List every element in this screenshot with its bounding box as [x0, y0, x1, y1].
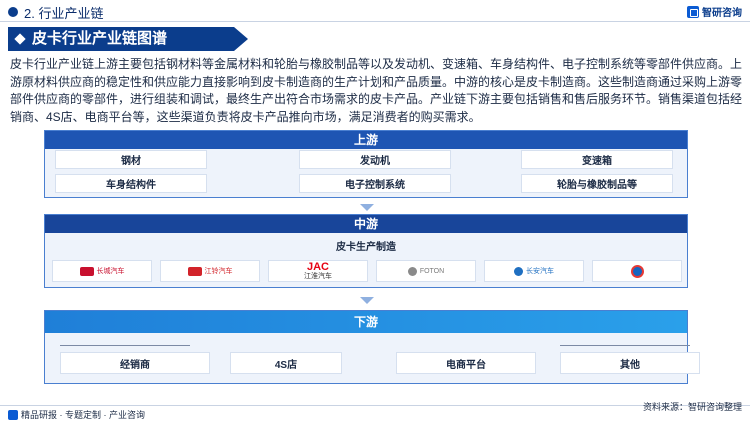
company-logo: 长城汽车 — [52, 260, 152, 282]
brand-logo: 智研咨询 — [687, 4, 742, 19]
company-logo: 长安汽车 — [484, 260, 584, 282]
upstream-header: 上游 — [45, 131, 687, 149]
intro-paragraph: 皮卡行业产业链上游主要包括钢材料等金属材料和轮胎与橡胶制品等以及发动机、变速箱、… — [10, 57, 743, 124]
section-dot-icon — [8, 7, 18, 17]
flow-arrow-icon — [360, 204, 374, 211]
company-logo-text: FOTON — [419, 267, 445, 275]
foton-logo-icon — [407, 266, 417, 276]
divider-line — [60, 345, 190, 346]
company-logo: 江铃汽车 — [160, 260, 260, 282]
dongfeng-logo-icon — [630, 264, 644, 278]
brand-name: 智研咨询 — [702, 8, 742, 19]
company-logo: FOTON — [376, 260, 476, 282]
changan-logo-icon — [514, 266, 523, 276]
upstream-item: 变速箱 — [521, 150, 673, 169]
company-logo: JAC 江淮汽车 — [268, 260, 368, 282]
top-divider — [0, 21, 750, 22]
brand-small-icon — [8, 409, 18, 420]
downstream-item: 4S店 — [230, 352, 342, 374]
section-title: 2. 行业产业链 — [24, 6, 104, 21]
page-title: 皮卡行业产业链图谱 — [32, 30, 168, 47]
jmc-logo-icon — [187, 266, 202, 276]
upstream-item: 钢材 — [55, 150, 207, 169]
brand-mark-icon — [687, 5, 699, 18]
company-logo — [592, 260, 682, 282]
flow-arrow-icon — [360, 297, 374, 304]
footer-tagline-text: 精品研报 · 专题定制 · 产业咨询 — [21, 410, 145, 420]
company-logo-text: 江淮汽车 — [304, 272, 332, 280]
great-wall-logo-icon — [79, 266, 94, 276]
jac-logo-icon: JAC — [306, 260, 329, 273]
page-banner: 皮卡行业产业链图谱 — [8, 27, 248, 51]
top-bar: 2. 行业产业链 智研咨询 — [0, 0, 750, 24]
midstream-sub-label: 皮卡生产制造 — [336, 242, 396, 253]
upstream-item: 发动机 — [299, 150, 451, 169]
diamond-icon — [14, 33, 26, 45]
source-note: 资料来源：智研咨询整理 — [642, 402, 742, 412]
downstream-item: 电商平台 — [396, 352, 536, 374]
divider-line — [560, 345, 690, 346]
footer-tagline: 精品研报 · 专题定制 · 产业咨询 — [8, 408, 145, 421]
bottom-divider — [0, 405, 750, 406]
company-logo-text: 江铃汽车 — [204, 268, 233, 275]
downstream-item: 经销商 — [60, 352, 210, 374]
upstream-item: 车身结构件 — [55, 174, 207, 193]
company-logo-text: 长城汽车 — [96, 268, 125, 275]
downstream-header: 下游 — [45, 311, 687, 333]
downstream-item: 其他 — [560, 352, 700, 374]
company-logo-text: 长安汽车 — [526, 268, 554, 275]
upstream-item: 轮胎与橡胶制品等 — [521, 174, 673, 193]
upstream-item: 电子控制系统 — [299, 174, 451, 193]
midstream-header: 中游 — [45, 215, 687, 233]
